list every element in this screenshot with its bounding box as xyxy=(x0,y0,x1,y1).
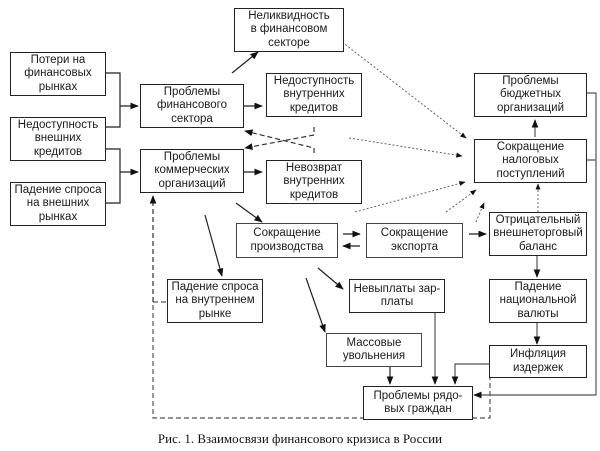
dot-int-credit-to-tax xyxy=(348,137,463,158)
arrow-commercial-to-int-demand xyxy=(204,214,224,277)
figure-caption: Рис. 1. Взаимосвязи финансового кризиса … xyxy=(157,431,443,446)
node-production-cut: Сокращение производства xyxy=(236,223,338,258)
arrow-commercial-to-production xyxy=(235,202,263,223)
node-fin-illiquidity: Неликвидность в финансовом секторе xyxy=(234,8,344,52)
bracket-to-fin-sector xyxy=(105,72,121,128)
dash-default-to-fin-sector xyxy=(244,129,315,153)
arrow-production-to-layoffs xyxy=(305,277,326,333)
node-cost-inflation: Инфляция издержек xyxy=(489,345,587,378)
dash-int-credit-to-commercial xyxy=(244,127,315,150)
node-tax-revenue-cut: Сокращение налоговых поступлений xyxy=(474,139,587,183)
node-ext-credit-unavail: Недоступность внешних кредитов xyxy=(10,117,106,161)
node-export-cut: Сокращение экспорта xyxy=(366,223,463,258)
arrow-inflation-to-citizens xyxy=(451,363,490,385)
arrow-production-to-wages xyxy=(317,267,344,290)
arrow-fin-to-illiquidity xyxy=(231,51,259,74)
bracket-to-commercial xyxy=(103,148,121,204)
node-commercial-problems: Проблемы коммерческих организаций xyxy=(140,149,244,193)
dot-export-to-tax xyxy=(445,189,477,213)
node-int-credit-unavail: Недоступность внутренних кредитов xyxy=(266,73,362,117)
node-citizens-problems: Проблемы рядо- вых граждан xyxy=(363,386,473,420)
node-budget-org-problems: Проблемы бюджетных организаций xyxy=(474,73,587,117)
node-fin-sector-problems: Проблемы финансового сектора xyxy=(140,84,244,128)
dot-default-to-tax xyxy=(354,181,466,213)
node-neg-trade-balance: Отрицательный внешнеторговый баланс xyxy=(489,212,587,256)
node-ext-demand-fall: Падение спроса на внешних рынках xyxy=(10,182,106,226)
node-losses-fin-markets: Потери на финансовых рынках xyxy=(10,52,106,96)
dash-int-demand-to-commercial xyxy=(152,301,491,419)
node-int-demand-fall: Падение спроса на внутреннем рынке xyxy=(167,279,263,323)
node-mass-layoffs: Массовые увольнения xyxy=(326,333,422,367)
node-int-credit-default: Невозврат внутренних кредитов xyxy=(266,160,362,204)
node-currency-fall: Падение национальной валюты xyxy=(489,279,587,323)
dot-trade-to-tax xyxy=(475,202,485,223)
arrow-budget-tax-to-citizens xyxy=(473,92,597,399)
node-wage-arrears: Невыплаты зар- платы xyxy=(349,279,445,313)
